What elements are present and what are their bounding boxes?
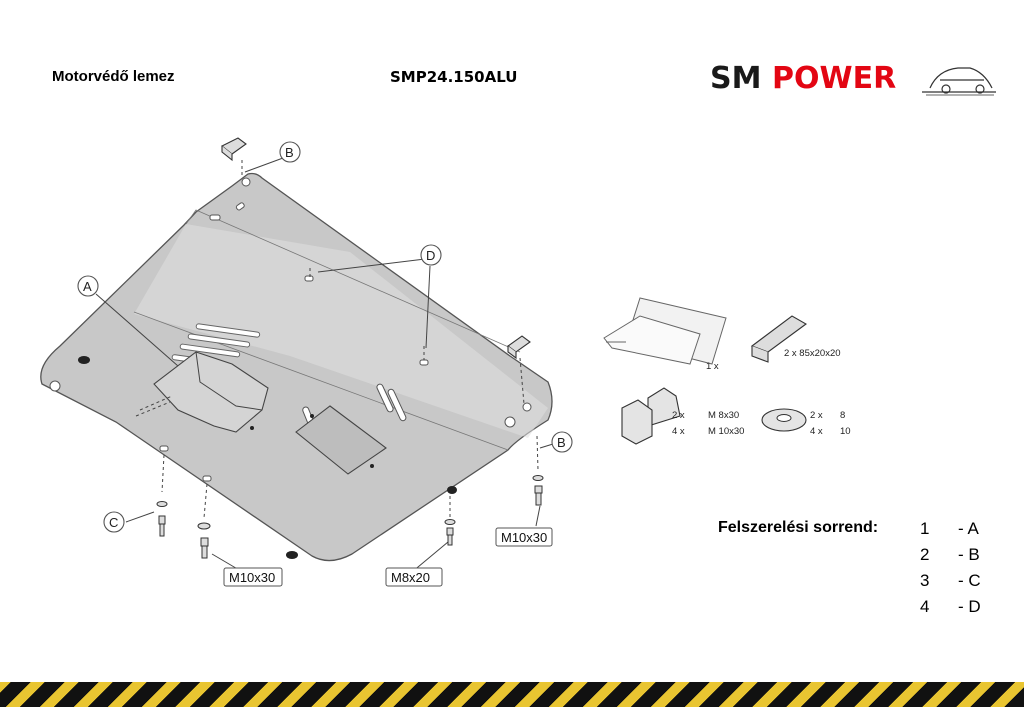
logo-power-text: POWER	[772, 61, 896, 96]
order-step-number: 4	[920, 597, 930, 616]
smpower-logo: SM POWER	[710, 61, 996, 96]
hazard-stripe	[0, 682, 1024, 707]
bolt-label-center: M8x20	[391, 570, 430, 585]
order-step: 1 - A	[920, 519, 1000, 543]
drawing-title: Motorvédő lemez	[52, 68, 175, 85]
bolt-group-left	[197, 522, 211, 559]
top-clip-part	[220, 137, 247, 162]
washer-size-1: 8	[840, 410, 845, 421]
bolt-group-right	[532, 475, 544, 506]
order-step-label: - A	[958, 519, 979, 538]
assembly-diagram: B D A B C M10x30 M8x20 M10x30 1 x	[40, 137, 851, 587]
order-step: 3 - C	[920, 571, 1000, 595]
clip-spec: 2 x 85x20x20	[784, 348, 841, 359]
washer-qty-1: 2 x	[810, 410, 823, 421]
bolt-group-c	[156, 501, 168, 537]
order-step: 2 - B	[920, 545, 1000, 569]
callout-a: A	[83, 279, 92, 294]
assembly-order-title: Felszerelési sorrend:	[718, 519, 879, 536]
order-step-label: - D	[958, 597, 981, 616]
callout-d: D	[426, 248, 435, 263]
order-step-label: - C	[958, 571, 981, 590]
bolt-label-right: M10x30	[501, 530, 547, 545]
order-step: 4 - D	[920, 597, 1000, 621]
skid-plate	[40, 172, 553, 562]
clip-drawing	[750, 315, 808, 363]
bolt-size-2: M 10x30	[708, 426, 744, 437]
callout-c: C	[109, 515, 118, 530]
callout-b-right: B	[557, 435, 566, 450]
order-step-number: 2	[920, 545, 930, 564]
washer-drawing	[761, 408, 807, 432]
callout-b-top: B	[285, 145, 294, 160]
bracket-qty: 1 x	[706, 361, 719, 372]
right-clip-part	[507, 335, 531, 360]
hex-bolt-drawing	[621, 387, 681, 445]
order-step-number: 1	[920, 519, 930, 538]
order-step-label: - B	[958, 545, 980, 564]
bolt-size-1: M 8x30	[708, 410, 739, 421]
order-step-number: 3	[920, 571, 930, 590]
bracket-drawing	[603, 297, 727, 365]
car-silhouette-icon	[922, 67, 996, 96]
logo-sm-text: SM	[710, 61, 761, 96]
bolt-qty-2: 4 x	[672, 426, 685, 437]
bolt-qty-1: 2 x	[672, 410, 685, 421]
washer-size-2: 10	[840, 426, 851, 437]
bolt-group-center	[444, 519, 456, 546]
bolt-label-left: M10x30	[229, 570, 275, 585]
part-code: SMP24.150ALU	[390, 68, 518, 86]
washer-qty-2: 4 x	[810, 426, 823, 437]
